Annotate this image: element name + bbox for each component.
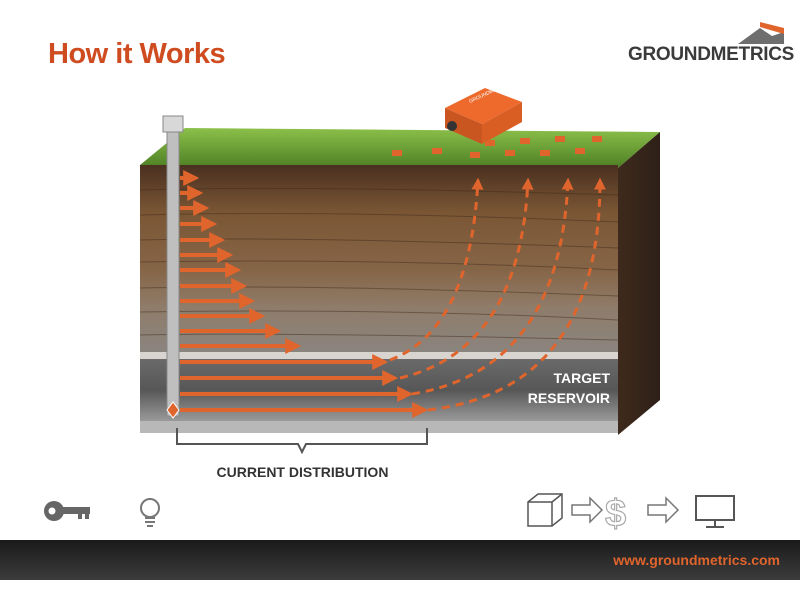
arrow-right-icon — [571, 496, 604, 524]
cube-icon — [527, 493, 563, 527]
receiver — [470, 152, 480, 158]
return-path — [427, 177, 606, 412]
current-distribution-bracket — [176, 428, 428, 455]
key-icon — [44, 501, 90, 521]
receiver — [592, 136, 602, 142]
receiver — [505, 150, 515, 156]
mountain-logo-icon — [738, 22, 784, 44]
electrode-diamond — [166, 401, 180, 419]
dollar-icon: $ — [605, 493, 626, 535]
block-right-side — [618, 132, 660, 435]
target-reservoir-label: TARGET RESERVOIR — [527, 370, 610, 406]
groundmetrics-logo: GROUNDMETRICS — [628, 22, 794, 70]
receiver — [432, 148, 442, 154]
soil-layers — [140, 165, 618, 355]
wellhead — [162, 115, 184, 133]
receiver — [540, 150, 550, 156]
receiver — [575, 148, 585, 154]
receiver — [485, 140, 495, 146]
slide-title: How it Works — [48, 38, 226, 70]
return-path — [411, 177, 574, 396]
well-casing — [166, 125, 180, 417]
lightbulb-icon — [140, 498, 160, 527]
receiver — [392, 150, 402, 156]
website-url: www.groundmetrics.com — [613, 552, 780, 568]
surface-receivers — [392, 136, 602, 158]
current-distribution-label: CURRENT DISTRIBUTION — [216, 464, 389, 480]
receiver — [520, 138, 530, 144]
monitor-icon — [695, 495, 735, 528]
footer-bar: www.groundmetrics.com — [0, 540, 800, 580]
return-current-paths — [389, 177, 606, 412]
arrow-right-icon — [647, 496, 680, 524]
return-path — [399, 177, 534, 380]
return-path — [389, 177, 484, 362]
strata-lines — [139, 187, 619, 341]
base-layer — [140, 421, 618, 433]
receiver — [555, 136, 565, 142]
bottom-icon-row: $ — [44, 492, 735, 536]
logo-wordmark: GROUNDMETRICS — [628, 44, 795, 65]
current-arrows — [180, 170, 429, 418]
